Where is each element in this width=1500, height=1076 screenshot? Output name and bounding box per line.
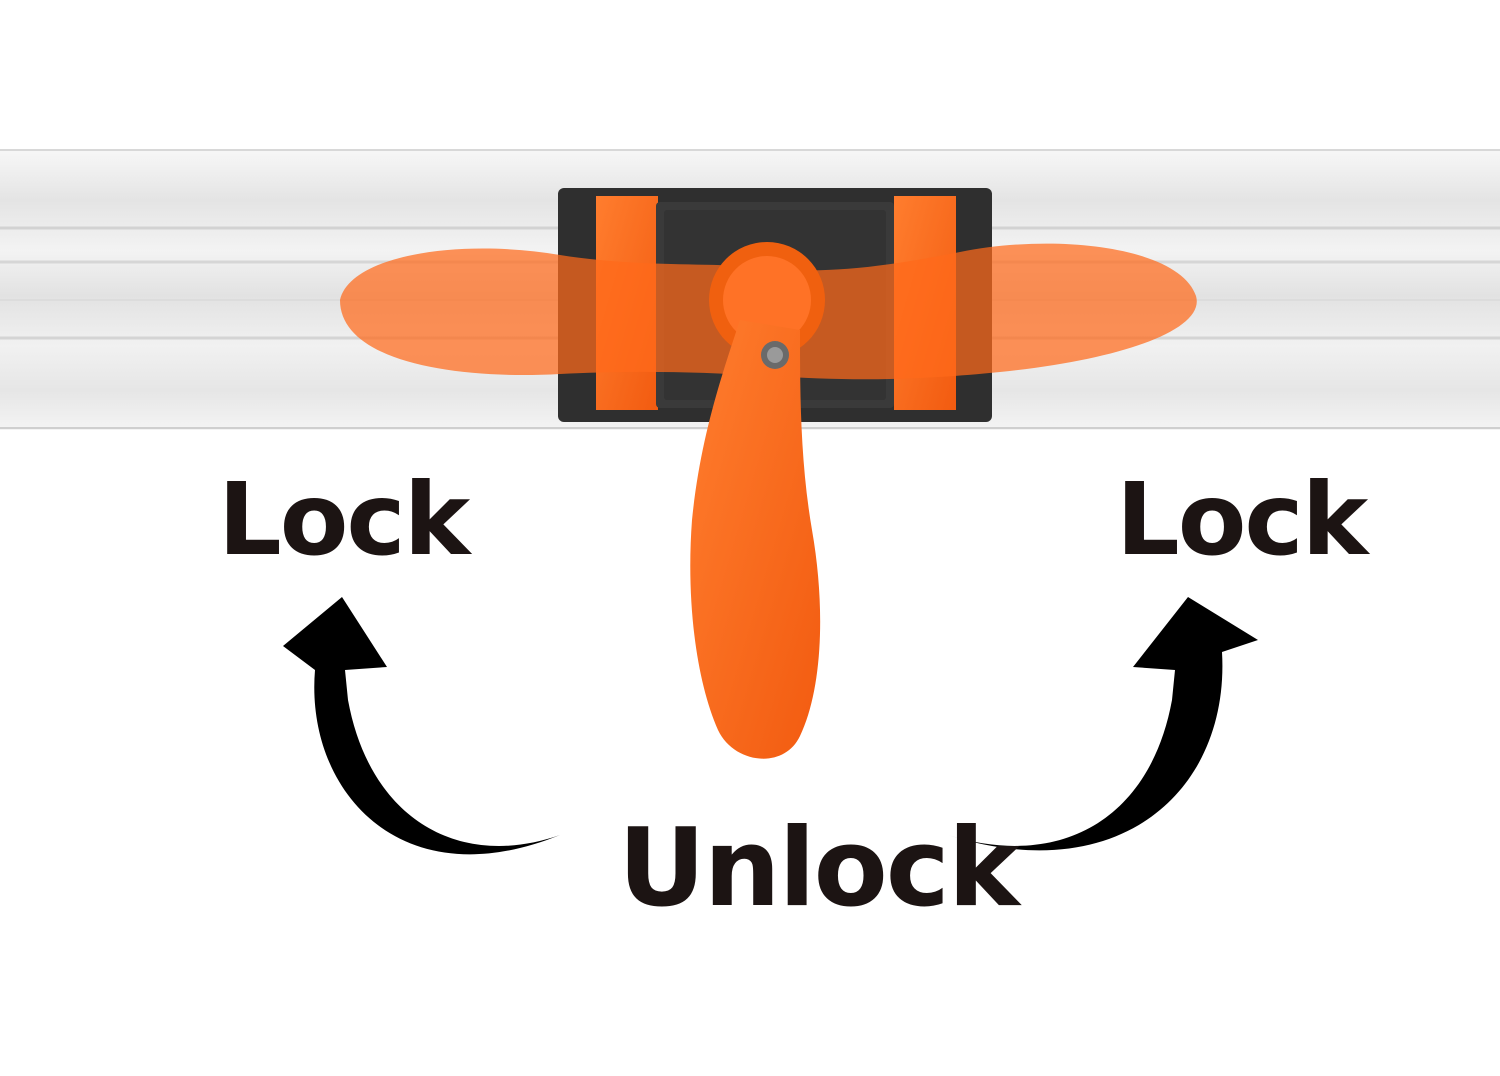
curved-arrow-up-right-icon — [948, 597, 1258, 851]
orange-lever — [690, 320, 821, 759]
curved-arrow-up-left-icon — [283, 597, 560, 855]
unlock-label: Unlock — [618, 806, 1020, 931]
lock-label-left: Lock — [218, 461, 470, 578]
lock-label-right: Lock — [1116, 461, 1368, 578]
